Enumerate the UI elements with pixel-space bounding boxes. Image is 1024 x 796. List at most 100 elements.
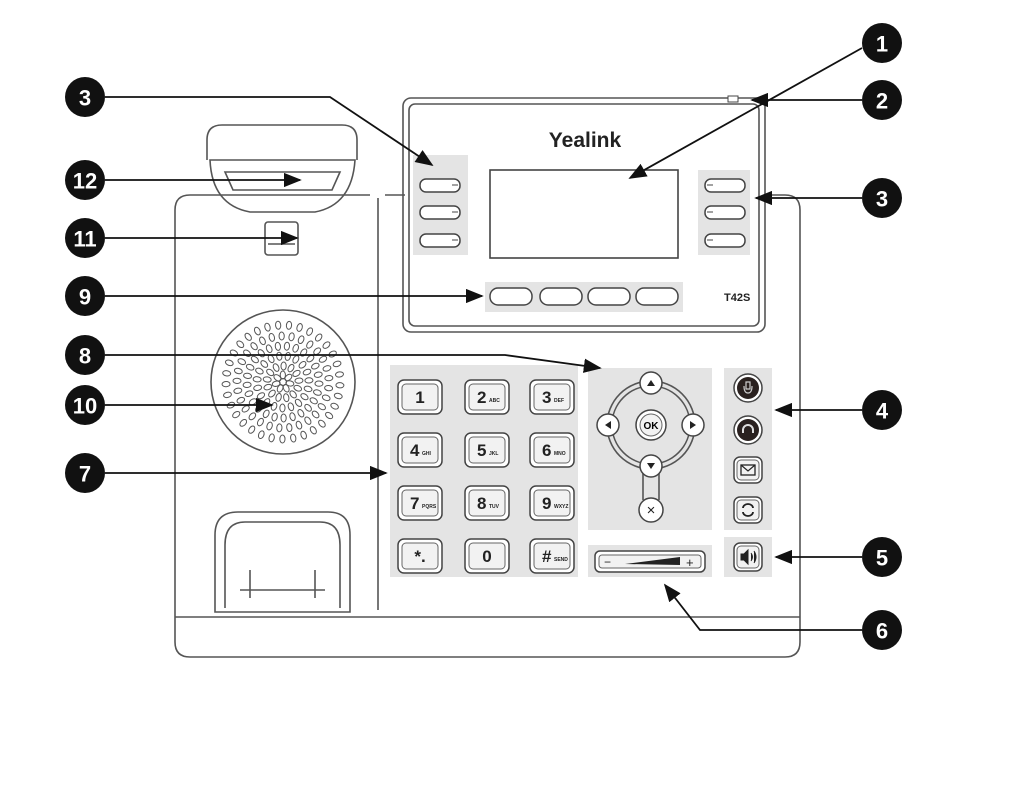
speaker-hole [263,383,273,391]
keypad-key[interactable]: 1 [397,379,443,415]
speaker-hole [241,405,250,413]
callout-speakerphone-key: 5 [774,537,902,577]
speaker-hole [260,360,269,368]
headset-button[interactable] [733,415,763,445]
callout-number: 2 [876,89,888,114]
callout-speaker: 10 [65,385,274,425]
speaker-hole [221,381,231,388]
speaker-hole [268,332,276,342]
line-key[interactable] [419,205,461,220]
key-letters: ABC [489,398,500,404]
key-letters: JKL [489,451,498,457]
key-digit: 2 [477,388,486,407]
speaker-hole [284,351,291,361]
nav-up-button[interactable] [639,371,663,395]
key-letters: PQRS [422,504,437,510]
speaker-hole [306,354,315,363]
speaker-hole [278,331,285,341]
speaker-hole [223,391,232,399]
callout-badge [65,160,105,200]
speaker-hole [303,385,313,393]
callout-badge [65,335,105,375]
nav-right-button[interactable] [681,413,705,437]
speaker-hole [306,340,314,349]
keypad-key[interactable]: *. [397,538,443,574]
line-key[interactable] [704,233,746,248]
line-keys [413,155,750,255]
speaker-hole [318,355,328,363]
speaker-hole [335,371,344,378]
speaker-hole [328,350,337,358]
key-digit: 8 [477,494,486,513]
soft-key[interactable] [539,287,583,306]
ok-button[interactable]: OK [635,409,667,441]
speaker-hole [222,370,232,377]
mute-button[interactable] [733,373,763,403]
callout-badge [862,390,902,430]
navigation-cluster: OK × [588,368,712,530]
redial-button[interactable] [733,496,763,524]
speaker-hole [229,349,239,357]
keypad-key[interactable]: #SEND [529,538,575,574]
keypad-key[interactable]: 0 [464,538,510,574]
speaker-hole [335,382,345,389]
speaker-hole [244,390,254,397]
speaker-hole [270,402,278,411]
volume-key[interactable]: − + [588,545,712,577]
speaker-hole [272,363,280,372]
soft-key[interactable] [587,287,631,306]
speakerphone-button[interactable] [733,542,763,572]
speaker-hole [300,430,307,440]
speaker-hole [322,365,332,372]
cancel-button[interactable]: × [638,497,664,523]
callout-number: 10 [73,394,97,419]
mute-icon [743,381,753,394]
speaker-hole [313,347,322,356]
line-key[interactable] [419,178,461,193]
key-digit: 0 [482,547,491,566]
callout-arrow [628,47,863,179]
speaker-hole [289,412,296,422]
speaker-hole [324,384,334,392]
speaker-hole [297,335,305,345]
line-key[interactable] [704,205,746,220]
line-key[interactable] [419,233,461,248]
callout-number: 11 [73,227,96,252]
callout-badge [862,610,902,650]
speaker-hole [243,372,252,380]
nav-left-button[interactable] [596,413,620,437]
speaker-hole [283,393,290,403]
speaker-hole [244,332,252,341]
nav-down-button[interactable] [639,454,663,478]
phone-body [174,194,801,658]
speaker-hole [333,392,343,400]
callout-arrow [105,354,602,373]
callout-line-keys-left: 3 [65,77,434,166]
speaker-hole [297,409,305,418]
speaker-hole [287,402,295,412]
callout-badge [862,178,902,218]
speaker-hole [257,349,266,358]
soft-key[interactable] [635,287,679,306]
callout-badge [862,537,902,577]
speaker-hole [292,355,300,364]
speaker-hole [309,426,317,435]
line-key[interactable] [704,178,746,193]
callout-power-indicator: 2 [750,80,902,120]
speaker-hole [293,384,303,392]
soft-key[interactable] [489,287,533,306]
speaker-hole [282,383,290,393]
speaker-hole [285,380,295,387]
message-button[interactable] [733,456,763,484]
speaker-hole [245,363,255,371]
callout-number: 9 [79,285,91,310]
